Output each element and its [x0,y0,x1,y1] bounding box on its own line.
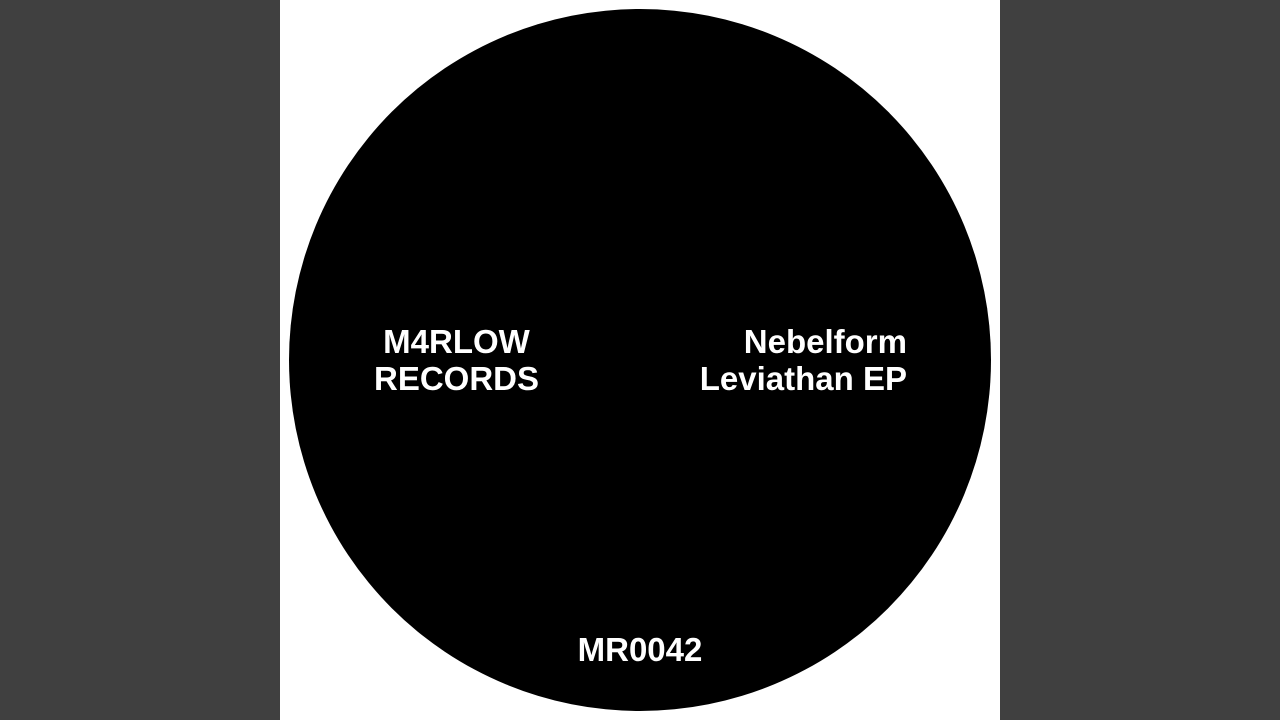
album-cover: M4RLOW RECORDS Nebelform Leviathan EP MR… [280,0,1000,720]
record-label-name: M4RLOW RECORDS [364,323,549,397]
catalog-number: MR0042 [577,631,703,668]
release-info: Nebelform Leviathan EP [700,323,907,397]
record-label-disc [289,9,991,711]
label-name-line2: RECORDS [373,360,540,397]
artist-name: Nebelform [743,323,907,360]
release-title: Leviathan EP [699,360,907,397]
label-name-line1: M4RLOW [383,323,530,360]
